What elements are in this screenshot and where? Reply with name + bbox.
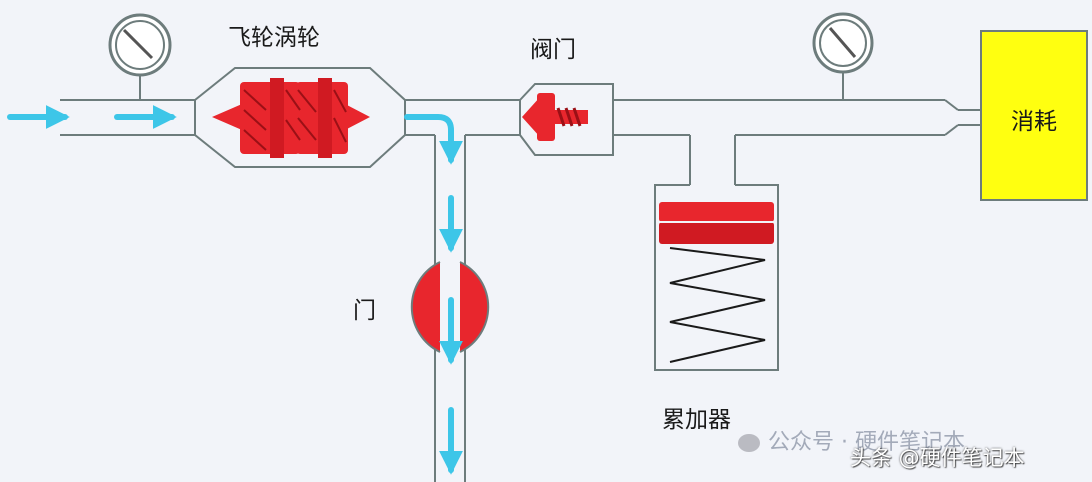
accumulator-label: 累加器: [662, 407, 731, 433]
consumer-label: 消耗: [1011, 109, 1057, 135]
flow-arrow-icon: [404, 114, 463, 165]
source-watermark: 公众号 · 硬件笔记本: [738, 424, 965, 456]
flow-arrows: [7, 105, 463, 475]
consumer-block: 消耗: [980, 30, 1088, 201]
pipe-network: [60, 67, 980, 482]
accumulator: [659, 202, 774, 363]
pressure-gauge-icon: [108, 13, 172, 100]
pressure-gauge-icon: [812, 12, 874, 100]
flywheel-turbine-label: 飞轮涡轮: [228, 25, 320, 51]
accumulator-spring: [669, 247, 766, 363]
credit-watermark: 头条 @硬件笔记本: [850, 446, 1025, 470]
source-watermark-text: 公众号 · 硬件笔记本: [768, 430, 965, 455]
gate-label: 门: [353, 298, 376, 324]
flywheel-turbine: [212, 78, 370, 158]
valve-label: 阀门: [530, 37, 576, 63]
check-valve: [522, 93, 588, 141]
gate-valve: [410, 261, 490, 353]
wechat-icon: [738, 434, 760, 452]
